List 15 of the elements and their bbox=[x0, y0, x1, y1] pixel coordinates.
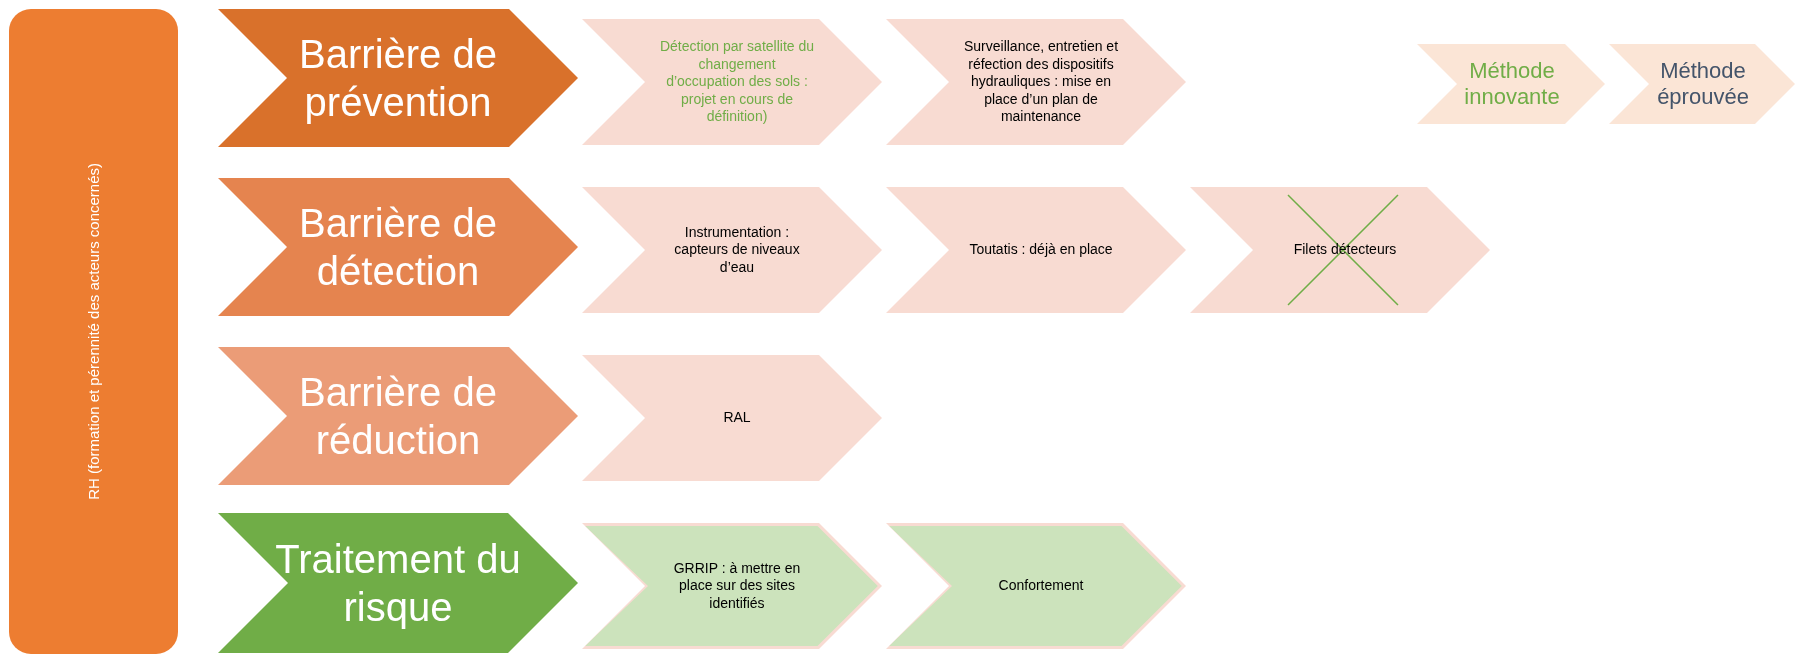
barrier-title: Barrière de prévention bbox=[298, 31, 498, 126]
side-bar bbox=[9, 9, 178, 654]
step-text: RAL bbox=[723, 409, 751, 427]
step-text: Détection par satellite du changement d’occupation des sols : projet en cours de définition) bbox=[659, 38, 815, 126]
step-text: Toutatis : déjà en place bbox=[969, 241, 1113, 259]
barrier-title: Barrière de détection bbox=[298, 200, 498, 295]
step-text: Surveillance, entretien et réfection des dispositifs hydrauliques : mise en place d’un plan de maintenance bbox=[963, 38, 1119, 126]
side-bar-label: RH (formation et pérennité des acteurs concernés) bbox=[85, 163, 102, 500]
barrier-title: Traitement du risque bbox=[274, 536, 522, 631]
step-text: Confortement bbox=[998, 577, 1084, 595]
legend-text: Méthode innovante bbox=[1463, 58, 1561, 110]
step-text: GRRIP : à mettre en place sur des sites identifiés bbox=[672, 559, 802, 613]
step-text: Instrumentation : capteurs de niveaux d’eau bbox=[673, 223, 801, 277]
barrier-title: Barrière de réduction bbox=[298, 369, 498, 464]
legend-text: Méthode éprouvée bbox=[1656, 58, 1750, 110]
